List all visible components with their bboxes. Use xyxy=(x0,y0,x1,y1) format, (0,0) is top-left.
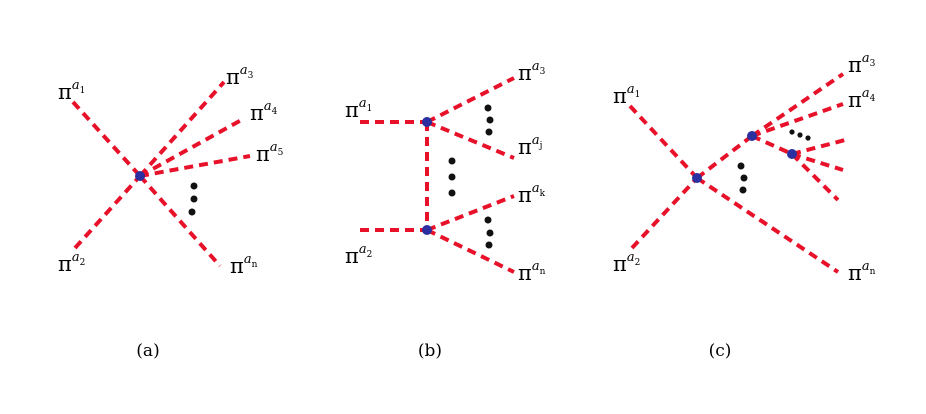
propagator-a5 xyxy=(139,154,251,178)
propagator-out-3 xyxy=(790,152,840,202)
label-pi-an: πan xyxy=(230,252,258,278)
ellipsis-dot xyxy=(485,128,493,136)
propagator-ak xyxy=(426,194,515,232)
ellipsis-dot xyxy=(805,135,811,141)
vertex-bottom xyxy=(422,225,432,235)
label-pi-a3: πa3 xyxy=(226,63,254,89)
propagator-an xyxy=(426,228,515,274)
vertex-sub xyxy=(787,149,797,159)
label-pi-ak: πak xyxy=(518,181,546,207)
diagram-b: πa1 πa2 πa3 πaj πak πan (b) xyxy=(345,59,546,361)
propagator-a3 xyxy=(426,76,515,124)
label-pi-a2: πa2 xyxy=(58,250,85,276)
ellipsis-dot xyxy=(737,162,745,170)
label-pi-a1: πa1 xyxy=(345,96,372,122)
propagator-out-1 xyxy=(791,138,846,156)
diagram-c: πa1 πa2 πa3 πa4 πan (c) xyxy=(613,51,876,361)
ellipsis-dot xyxy=(740,174,748,182)
propagator-a4 xyxy=(139,116,246,178)
ellipsis-dot xyxy=(484,216,492,224)
propagator-a2 xyxy=(73,174,142,250)
caption-b: (b) xyxy=(418,341,442,361)
ellipsis-dot xyxy=(448,157,456,165)
diagram-a: πa1 πa2 πa3 πa4 πa5 πan (a) xyxy=(58,63,284,361)
propagator-out-2 xyxy=(791,152,844,172)
caption-c: (c) xyxy=(709,341,732,361)
propagator-a3 xyxy=(138,80,226,178)
ellipsis-dot xyxy=(484,104,492,112)
ellipsis-dot xyxy=(797,132,803,138)
label-pi-a4: πa4 xyxy=(250,99,278,125)
label-pi-aj: πaj xyxy=(518,133,542,159)
label-pi-a1: πa1 xyxy=(613,82,640,108)
label-pi-an: πan xyxy=(518,259,546,285)
propagator-a1 xyxy=(71,100,142,178)
vertex-top xyxy=(422,117,432,127)
ellipsis-dot xyxy=(789,129,795,135)
label-pi-a4: πa4 xyxy=(848,86,876,112)
ellipsis-dot xyxy=(486,116,494,124)
ellipsis-dot xyxy=(190,182,198,190)
propagator-a3 xyxy=(750,72,845,138)
caption-a: (a) xyxy=(136,341,159,361)
propagator-an xyxy=(695,176,840,274)
propagator-a1 xyxy=(628,104,699,180)
label-pi-a5: πa5 xyxy=(256,140,284,166)
label-pi-a1: πa1 xyxy=(58,78,85,104)
label-pi-a3: πa3 xyxy=(518,59,546,85)
ellipsis-dot xyxy=(448,173,456,181)
ellipsis-dot xyxy=(486,229,494,237)
propagator-a4 xyxy=(751,102,844,138)
internal-propagator-2 xyxy=(751,134,793,156)
label-pi-a2: πa2 xyxy=(613,250,640,276)
internal-propagator xyxy=(695,134,754,180)
label-pi-an: πan xyxy=(848,259,876,285)
propagator-an xyxy=(138,174,222,268)
ellipsis-dot xyxy=(188,208,196,216)
label-pi-a3: πa3 xyxy=(848,51,876,77)
ellipsis-dot xyxy=(448,189,456,197)
vertex-upper xyxy=(747,131,757,141)
propagator-a2 xyxy=(630,176,699,250)
ellipsis-dot xyxy=(739,186,747,194)
propagator-aj xyxy=(426,120,515,160)
vertex xyxy=(135,171,145,181)
ellipsis-dot xyxy=(485,241,493,249)
label-pi-a2: πa2 xyxy=(345,242,372,268)
vertex-main xyxy=(692,173,702,183)
ellipsis-dot xyxy=(190,195,198,203)
